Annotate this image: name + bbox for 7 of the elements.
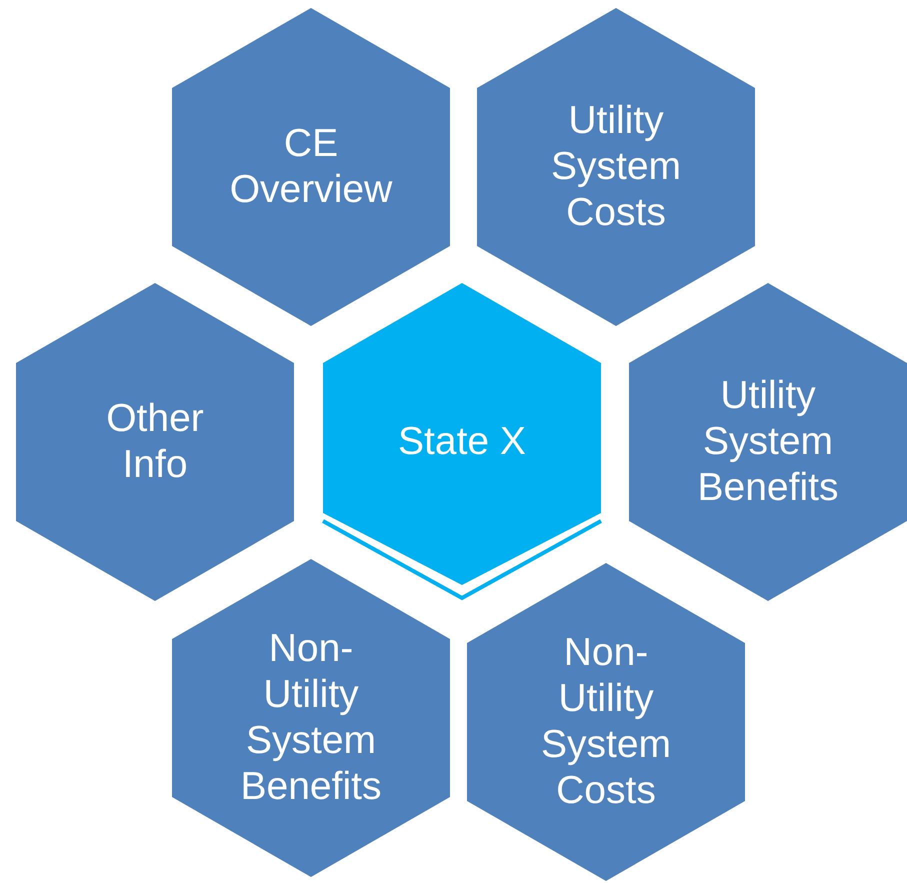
hexagon-label: CE Overview xyxy=(228,121,394,213)
hexagon-label: State X xyxy=(397,419,527,465)
hexagon-label: Utility System Benefits xyxy=(696,373,840,511)
hexagon-label: Non-Utility System Costs xyxy=(540,630,672,814)
hexagon-label: Non-Utility System Benefits xyxy=(240,626,382,810)
hexagon-label: Other Info xyxy=(105,396,205,488)
hexagon-label: Utility System Costs xyxy=(550,98,682,236)
